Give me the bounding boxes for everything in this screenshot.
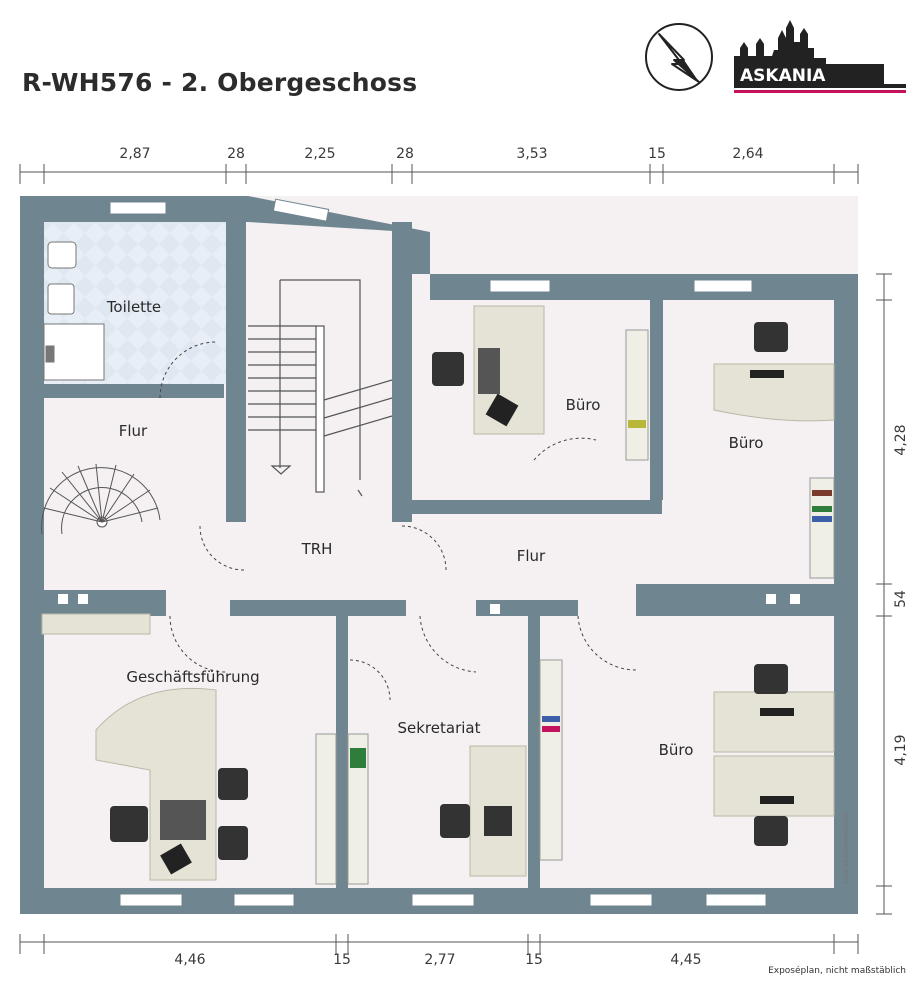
room-label-buero-1: Büro — [566, 396, 601, 414]
dim-bottom-2: 15 — [333, 952, 351, 968]
desk-objects — [160, 348, 794, 875]
dim-top-5: 3,53 — [516, 146, 547, 162]
room-label-trh: TRH — [301, 540, 333, 558]
room-label-sekretariat: Sekretariat — [398, 719, 481, 737]
dim-top-4: 28 — [396, 146, 414, 162]
room-label-toilette: Toilette — [106, 298, 161, 316]
shelf-binders — [350, 420, 832, 768]
dim-right-1: 4,28 — [893, 424, 909, 455]
page-title: R-WH576 - 2. Obergeschoss — [22, 68, 418, 97]
logo-text: ASKANIA — [740, 66, 826, 86]
dim-right-2: 54 — [893, 590, 909, 608]
dim-right-3: 4,19 — [893, 734, 909, 765]
windows — [109, 198, 767, 907]
dim-top-6: 15 — [648, 146, 666, 162]
dim-bottom-1: 4,46 — [174, 952, 205, 968]
dim-bottom-5: 4,45 — [670, 952, 701, 968]
logo-suffix: GmbH — [834, 74, 865, 84]
toilet-fixtures — [43, 241, 105, 381]
spiral-staircase — [41, 463, 161, 535]
dimension-line-right — [876, 273, 892, 915]
company-logo: ASKANIA GmbH — [734, 20, 906, 93]
room-label-buero-2: Büro — [729, 434, 764, 452]
compass-icon — [645, 23, 713, 91]
dim-top-7: 2,64 — [732, 146, 763, 162]
room-label-geschaeftsfuehrung: Geschäftsführung — [126, 668, 259, 686]
dimension-line-top — [19, 164, 859, 184]
dim-top-2: 28 — [227, 146, 245, 162]
furniture — [41, 305, 835, 881]
dim-bottom-3: 2,77 — [424, 952, 455, 968]
walls — [20, 196, 858, 914]
footnote: Exposéplan, nicht maßstäblich — [768, 966, 906, 976]
room-label-flur-right: Flur — [517, 547, 546, 565]
dim-top-3: 2,25 — [304, 146, 335, 162]
dim-bottom-4: 15 — [525, 952, 543, 968]
dimension-line-bottom — [19, 934, 859, 954]
doors — [159, 341, 637, 701]
room-label-flur-left: Flur — [119, 422, 148, 440]
chairs — [110, 322, 788, 860]
dim-top-1: 2,87 — [119, 146, 150, 162]
room-label-buero-3: Büro — [659, 741, 694, 759]
illustration-credit: Illustration@immoGrafik — [843, 810, 850, 884]
wall-openings — [58, 594, 800, 614]
staircase — [248, 279, 393, 497]
